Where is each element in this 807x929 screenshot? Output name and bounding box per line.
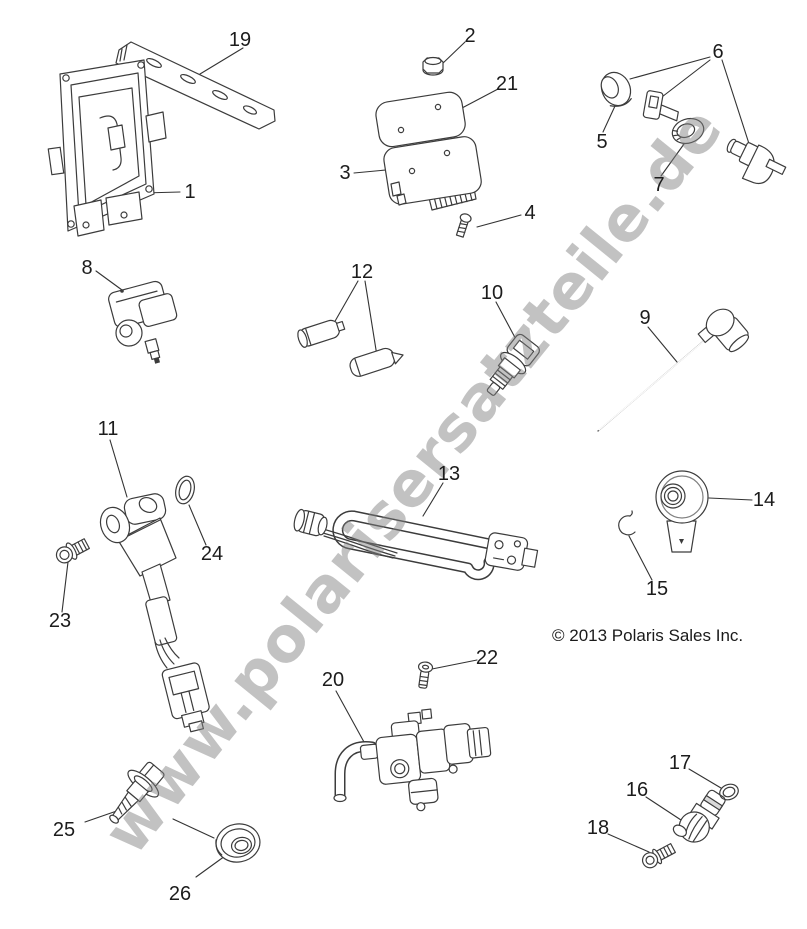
part-ecm-control-module (47, 59, 167, 237)
part-flange-bolt (55, 538, 90, 564)
callout-10: 10 (480, 282, 504, 304)
part-hose-harness (293, 508, 539, 581)
callout-16: 16 (625, 779, 649, 801)
part-grommet (215, 823, 261, 863)
callout-14: 14 (752, 489, 776, 511)
part-hex-bolt (641, 843, 676, 869)
callout-21: 21 (495, 73, 519, 95)
callout-22: 22 (475, 647, 499, 669)
part-dipstick-probe (597, 308, 750, 432)
part-key-tab (642, 90, 679, 122)
part-pressure-switch (726, 138, 787, 185)
part-o-ring-small (719, 783, 739, 801)
part-speed-sensor-harness (99, 493, 210, 733)
part-cover-plate (375, 91, 466, 148)
leader-lines (61, 41, 753, 878)
part-temp-probe-sensor (109, 761, 165, 824)
callout-4: 4 (524, 202, 536, 224)
part-purge-valve-assembly (333, 708, 492, 812)
part-cylinder-small (297, 319, 346, 348)
callout-1: 1 (184, 181, 196, 203)
part-elbow-fitting (672, 789, 726, 843)
callout-13: 13 (437, 463, 461, 485)
callout-20: 20 (321, 669, 345, 691)
callout-17: 17 (668, 752, 692, 774)
part-map-sensor (108, 280, 178, 364)
callout-18: 18 (586, 817, 610, 839)
part-rubber-cap (600, 71, 632, 107)
callout-24: 24 (200, 543, 224, 565)
copyright-text: © 2013 Polaris Sales Inc. (552, 626, 744, 645)
part-mounting-bracket (115, 41, 276, 130)
part-screw-small (455, 213, 472, 238)
callout-7: 7 (653, 174, 665, 196)
part-cylinder-large (349, 347, 404, 377)
callout-3: 3 (339, 162, 351, 184)
callout-5: 5 (596, 131, 608, 153)
callout-19: 19 (228, 29, 252, 51)
callout-25: 25 (52, 819, 76, 841)
callout-26: 26 (168, 883, 192, 905)
part-c-clip (618, 510, 636, 536)
part-temp-sensor (486, 333, 540, 396)
part-finned-module (383, 136, 482, 211)
callout-8: 8 (81, 257, 93, 279)
part-screw (417, 661, 434, 689)
part-knock-sensor (655, 470, 709, 553)
callout-15: 15 (645, 578, 669, 600)
callout-9: 9 (639, 307, 651, 329)
callout-12: 12 (350, 261, 374, 283)
part-flange-nut (422, 56, 444, 76)
callout-2: 2 (464, 25, 476, 47)
part-ring-nut (671, 117, 705, 145)
part-o-ring (175, 475, 195, 505)
callout-6: 6 (712, 41, 724, 63)
callout-11: 11 (97, 418, 119, 440)
callout-23: 23 (48, 610, 72, 632)
